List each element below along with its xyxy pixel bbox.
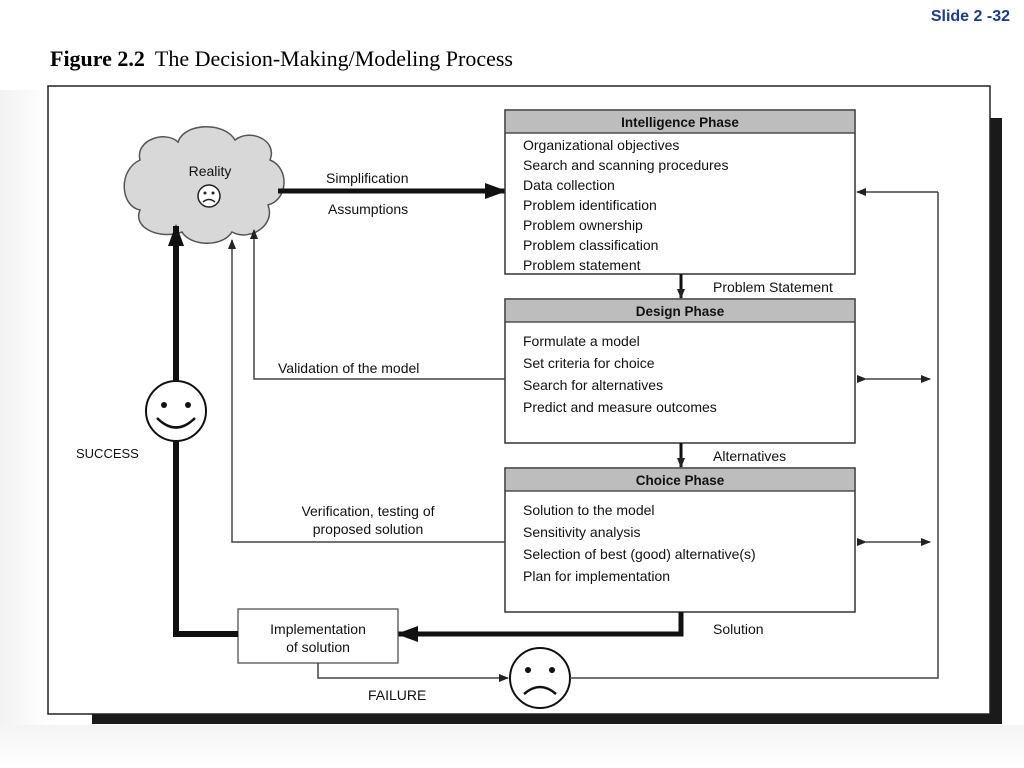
left-background-fade xyxy=(0,90,50,730)
figure-caption: Figure 2.2 The Decision-Making/Modeling P… xyxy=(50,46,513,72)
sad-face-icon xyxy=(197,184,221,208)
implementation-line2: of solution xyxy=(286,639,350,655)
intelligence-phase-box: Intelligence Phase Organizational object… xyxy=(504,109,856,275)
intelligence-item: Organizational objectives xyxy=(523,137,679,153)
reality-label: Reality xyxy=(189,163,232,179)
failure-label: FAILURE xyxy=(368,687,426,703)
reality-cloud: Reality xyxy=(123,126,285,244)
implementation-line1: Implementation xyxy=(270,621,366,637)
problem-statement-label: Problem Statement xyxy=(713,279,833,295)
intelligence-item: Problem statement xyxy=(523,257,641,273)
solution-label: Solution xyxy=(713,621,764,637)
success-arrow xyxy=(168,224,238,637)
slide-number: Slide 2 -32 xyxy=(930,8,1010,25)
implementation-box: Implementation of solution xyxy=(237,608,399,664)
choice-phase-box: Choice Phase Solution to the model Sensi… xyxy=(504,467,856,613)
choice-item: Selection of best (good) alternative(s) xyxy=(523,546,756,562)
failure-arrow xyxy=(317,663,509,682)
figure-number: Figure 2.2 xyxy=(50,46,145,71)
alternatives-label: Alternatives xyxy=(713,448,786,464)
design-phase-title: Design Phase xyxy=(636,304,725,319)
verification-arrow xyxy=(228,239,505,543)
verification-label-line2: proposed solution xyxy=(313,521,424,537)
design-item: Predict and measure outcomes xyxy=(523,399,717,415)
intelligence-item: Problem classification xyxy=(523,237,658,253)
simplification-label: Simplification xyxy=(326,170,408,186)
choice-item: Plan for implementation xyxy=(523,568,670,584)
right-feedback-loop xyxy=(570,192,939,679)
design-phase-box: Design Phase Formulate a model Set crite… xyxy=(504,298,856,444)
validation-label: Validation of the model xyxy=(278,360,419,376)
happy-face-icon xyxy=(145,380,207,442)
figure-title: The Decision-Making/Modeling Process xyxy=(154,46,513,71)
success-label: SUCCESS xyxy=(76,446,139,461)
verification-label-line1: Verification, testing of xyxy=(301,503,434,519)
validation-arrow xyxy=(250,229,505,380)
intelligence-item: Data collection xyxy=(523,177,615,193)
intelligence-item: Search and scanning procedures xyxy=(523,157,728,173)
design-item: Search for alternatives xyxy=(523,377,663,393)
choice-item: Solution to the model xyxy=(523,502,655,518)
assumptions-label: Assumptions xyxy=(328,201,408,217)
bottom-background-band xyxy=(0,725,1024,768)
intelligence-phase-title: Intelligence Phase xyxy=(621,115,739,130)
choice-item: Sensitivity analysis xyxy=(523,524,641,540)
design-item: Formulate a model xyxy=(523,333,640,349)
intelligence-item: Problem ownership xyxy=(523,217,643,233)
failure-sad-face-icon xyxy=(509,647,571,709)
design-item: Set criteria for choice xyxy=(523,355,655,371)
choice-phase-title: Choice Phase xyxy=(636,473,725,488)
intelligence-item: Problem identification xyxy=(523,197,657,213)
solution-arrow xyxy=(396,612,684,642)
